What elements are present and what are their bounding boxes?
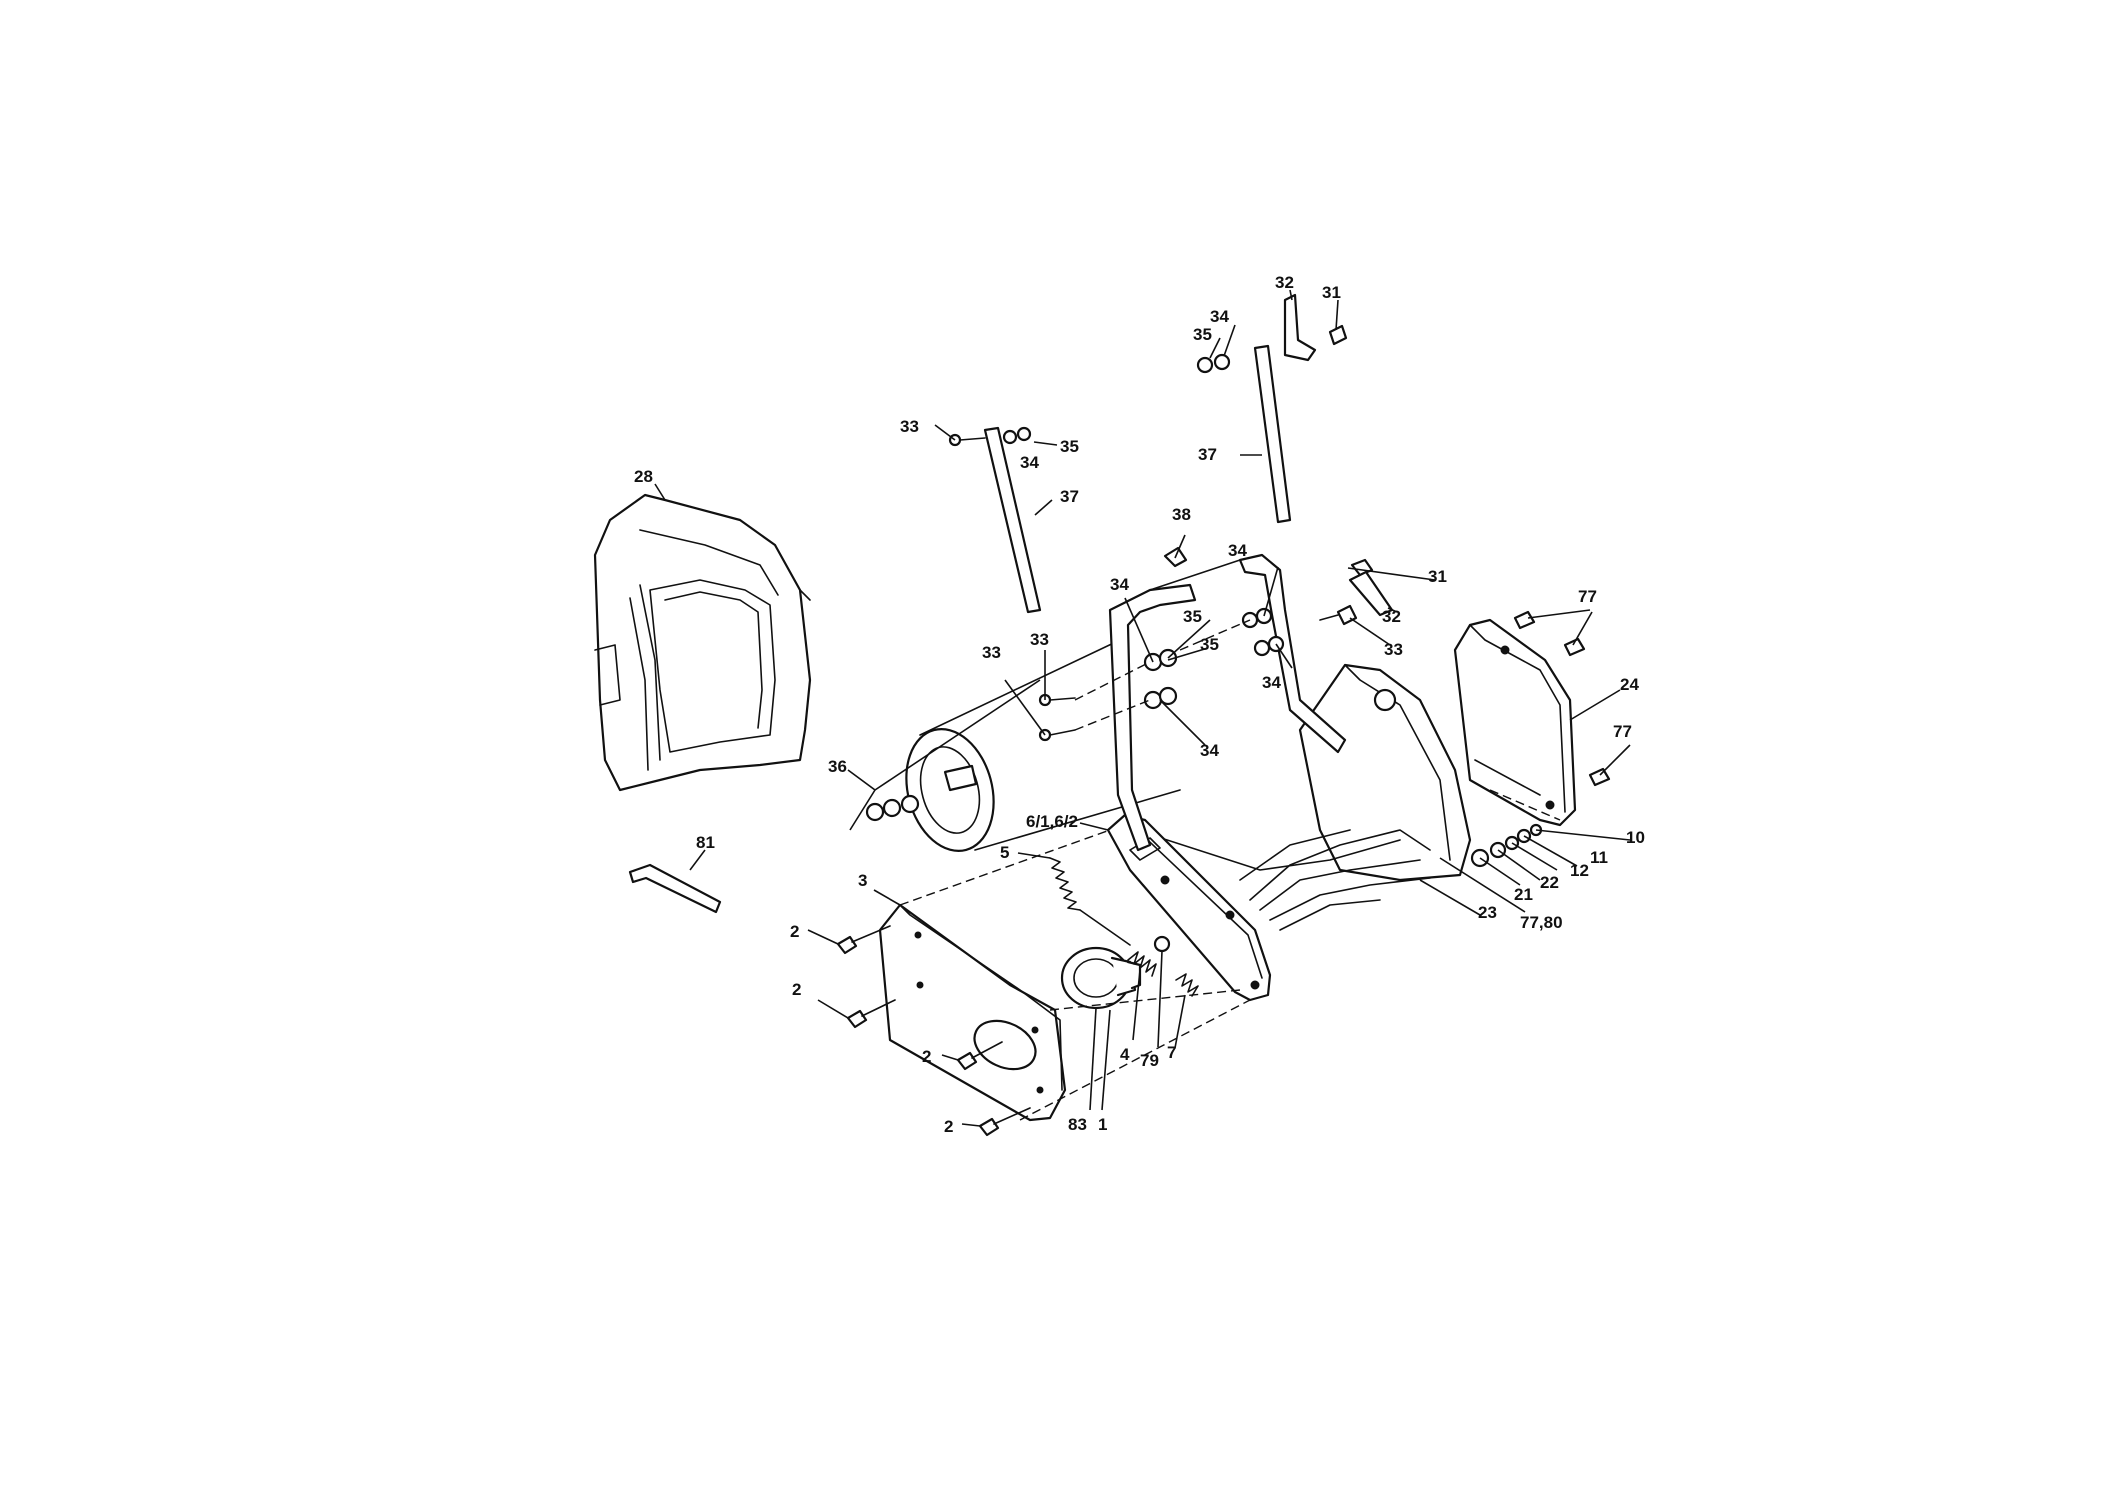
callout-34: 34 (1262, 673, 1281, 692)
callout-6-1-6-2: 6/1,6/2 (1026, 812, 1078, 831)
side-cover (878, 903, 1067, 1122)
callout-2: 2 (792, 980, 801, 999)
cutting-cylinder-frame (1129, 663, 1472, 931)
callout-12: 12 (1570, 861, 1589, 880)
springs (1049, 857, 1199, 997)
callout-77: 77 (1613, 722, 1632, 741)
callout-4: 4 (1120, 1045, 1130, 1064)
callout-34: 34 (1200, 741, 1219, 760)
callout-1: 1 (1098, 1115, 1107, 1134)
screws-2 (836, 925, 1031, 1137)
callout-32: 32 (1275, 273, 1294, 292)
callout-35: 35 (1200, 635, 1219, 654)
small-hardware (948, 293, 1611, 868)
callout-37: 37 (1198, 445, 1217, 464)
callout-35: 35 (1193, 325, 1212, 344)
callout-34: 34 (1228, 541, 1247, 560)
callout-38: 38 (1172, 505, 1191, 524)
callout-83: 83 (1068, 1115, 1087, 1134)
callout-21: 21 (1514, 885, 1533, 904)
callout-2: 2 (944, 1117, 953, 1136)
callout-33: 33 (1030, 630, 1049, 649)
callout-33: 33 (1384, 640, 1403, 659)
grass-box (593, 493, 812, 792)
callout-11: 11 (1590, 848, 1608, 867)
callout-37: 37 (1060, 487, 1079, 506)
callout-35: 35 (1183, 607, 1202, 626)
callout-81: 81 (696, 833, 715, 852)
callouts: 28 81 3 2 2 2 2 36 5 6/1,6/2 83 1 4 79 7… (634, 273, 1645, 1136)
callout-23: 23 (1478, 903, 1497, 922)
callout-77-80: 77,80 (1520, 913, 1563, 932)
handles (983, 344, 1347, 852)
callout-32: 32 (1382, 607, 1401, 626)
side-plate-right (1453, 618, 1577, 827)
leader-lines (654, 289, 1631, 1127)
callout-5: 5 (1000, 843, 1009, 862)
bearing-housing (1060, 946, 1142, 1010)
callout-35: 35 (1060, 437, 1079, 456)
callout-7: 7 (1167, 1043, 1176, 1062)
callout-3: 3 (858, 871, 867, 890)
assembly-lines (899, 619, 1561, 1121)
callout-77: 77 (1578, 587, 1597, 606)
callout-10: 10 (1626, 828, 1645, 847)
callout-33: 33 (982, 643, 1001, 662)
callout-31: 31 (1322, 283, 1341, 302)
callout-33: 33 (900, 417, 919, 436)
callout-28: 28 (634, 467, 653, 486)
callout-31: 31 (1428, 567, 1447, 586)
callout-36: 36 (828, 757, 847, 776)
allen-key (628, 863, 722, 914)
callout-22: 22 (1540, 873, 1559, 892)
callout-34: 34 (1110, 575, 1129, 594)
callout-2: 2 (922, 1047, 931, 1066)
callout-79: 79 (1140, 1051, 1159, 1070)
callout-2: 2 (790, 922, 799, 941)
callout-34: 34 (1210, 307, 1229, 326)
callout-24: 24 (1620, 675, 1639, 694)
callout-34: 34 (1020, 453, 1039, 472)
